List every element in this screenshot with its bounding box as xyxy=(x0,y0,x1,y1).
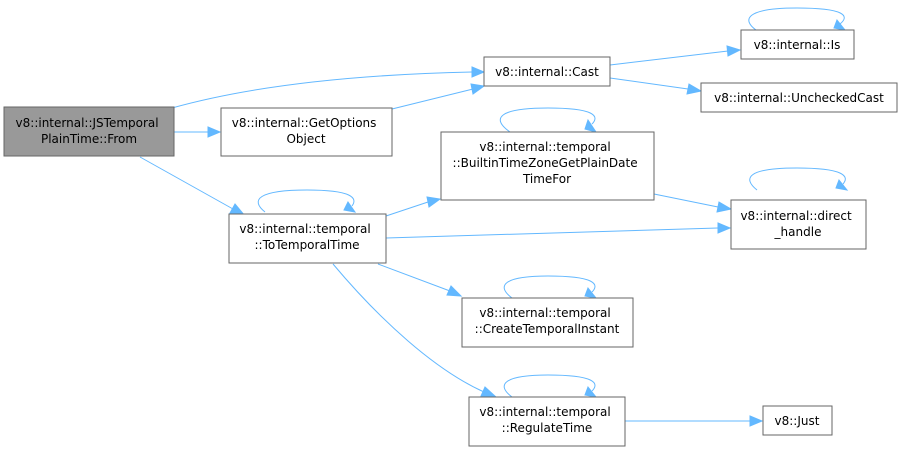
node-label: v8::internal::Is xyxy=(754,38,841,52)
node-just[interactable]: v8::Just xyxy=(762,405,833,436)
edges xyxy=(139,7,849,427)
node-label: v8::internal::temporal ::BuiltinTimeZone… xyxy=(453,140,642,186)
node-label: v8::Just xyxy=(775,414,820,428)
node-direct-handle[interactable]: v8::internal::direct _handle xyxy=(730,199,867,250)
node-label: v8::internal::direct _handle xyxy=(740,209,855,239)
node-get-options-object[interactable]: v8::internal::GetOptions Object xyxy=(220,107,393,157)
nodes: v8::internal::JSTemporal PlainTime::From… xyxy=(3,29,898,447)
node-label: v8::internal::temporal ::RegulateTime xyxy=(479,405,614,435)
node-label: v8::internal::temporal ::CreateTemporalI… xyxy=(475,306,620,336)
edge-to-temporal-time-to-builtin xyxy=(385,196,442,217)
edge-root-to-to-temporal-time xyxy=(139,156,247,217)
node-label: v8::internal::Cast xyxy=(495,65,599,79)
edge-to-temporal-time-to-direct-handle xyxy=(385,222,732,239)
edge-root-to-cast xyxy=(171,66,486,109)
edge-builtin-self-loop xyxy=(499,107,598,133)
edge-root-to-get-options xyxy=(174,126,222,138)
edge-to-temporal-time-to-create-instant xyxy=(377,263,463,297)
node-to-temporal-time[interactable]: v8::internal::temporal ::ToTemporalTime xyxy=(228,213,387,264)
node-create-temporal-instant[interactable]: v8::internal::temporal ::CreateTemporalI… xyxy=(461,297,634,348)
node-label: v8::internal::JSTemporal PlainTime::From xyxy=(16,116,163,146)
edge-get-options-to-cast xyxy=(391,83,486,110)
node-is[interactable]: v8::internal::Is xyxy=(740,29,855,60)
node-regulate-time[interactable]: v8::internal::temporal ::RegulateTime xyxy=(468,396,626,447)
edge-regulate-time-self-loop xyxy=(503,374,598,398)
edge-cast-to-is xyxy=(609,45,742,66)
edge-cast-to-unchecked-cast xyxy=(609,77,703,95)
node-cast[interactable]: v8::internal::Cast xyxy=(483,56,611,87)
node-label: v8::internal::temporal ::ToTemporalTime xyxy=(239,222,374,252)
edge-create-instant-self-loop xyxy=(503,275,598,299)
node-label: v8::internal::GetOptions Object xyxy=(232,116,380,146)
node-builtin-timezone-get-plain-date-time-for[interactable]: v8::internal::temporal ::BuiltinTimeZone… xyxy=(440,131,655,201)
edge-direct-handle-self-loop xyxy=(749,167,849,191)
edge-builtin-to-direct-handle xyxy=(653,193,733,213)
edge-is-self-loop xyxy=(748,7,847,31)
edge-to-temporal-time-self-loop xyxy=(257,189,357,213)
node-unchecked-cast[interactable]: v8::internal::UncheckedCast xyxy=(700,82,898,113)
node-jstemporal-plaintime-from[interactable]: v8::internal::JSTemporal PlainTime::From xyxy=(3,106,175,157)
node-label: v8::internal::UncheckedCast xyxy=(714,91,884,105)
edge-regulate-time-to-just xyxy=(625,415,764,427)
